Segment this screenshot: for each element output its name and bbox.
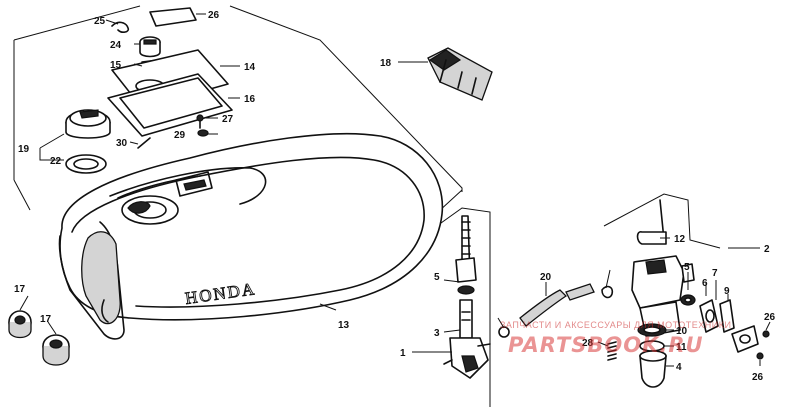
callout-22: 24 — [110, 40, 122, 51]
callout-9: 9 — [724, 286, 730, 297]
callout-5: 5 — [434, 272, 440, 283]
callout-1: 1 — [400, 348, 406, 359]
filler-gasket — [65, 154, 107, 174]
screw-25-lower — [756, 352, 764, 360]
callout-14: 14 — [244, 62, 256, 73]
callout-5-right: 5 — [684, 262, 690, 273]
callout-18: 18 — [380, 58, 392, 69]
fuel-valve-assembly — [443, 215, 491, 379]
cover-plate-24 — [149, 7, 197, 27]
callout-10: 10 — [676, 326, 688, 337]
clip-23 — [111, 21, 130, 33]
callout-numbers: 25 26 24 15 14 16 27 29 30 19 22 17 17 1… — [14, 10, 776, 383]
hose-clip-30-right — [601, 285, 614, 299]
callout-29: 30 — [116, 138, 128, 149]
callout-11: 11 — [676, 342, 687, 353]
fuel-tank — [58, 132, 444, 340]
callout-17-upper: 17 — [14, 284, 26, 295]
callout-25-lower: 26 — [752, 372, 764, 383]
callout-28: 29 — [174, 130, 186, 141]
washer-28 — [197, 129, 209, 137]
callout-3: 3 — [434, 328, 440, 339]
hose-clip-30-left — [498, 326, 510, 338]
callout-15: 15 — [110, 60, 122, 71]
callout-20: 20 — [540, 272, 552, 283]
gasket-9 — [719, 299, 735, 333]
callout-4: 4 — [676, 362, 682, 373]
grommet-18 — [427, 47, 493, 101]
lever-plate-7 — [699, 299, 719, 333]
callout-6: 6 — [702, 278, 708, 289]
callout-27: 28 — [582, 338, 594, 349]
fuel-hose-20 — [519, 283, 595, 327]
callout-16: 16 — [244, 94, 256, 105]
callout-7: 7 — [712, 268, 718, 279]
watermark-tagline: ЗАПЧАСТИ И АКСЕССУАРЫ ДЛЯ МОТОТЕХНИКИ — [500, 320, 731, 330]
callout-23: 25 — [94, 16, 106, 27]
watermark-logo: PARTSBOOK.RU — [508, 333, 704, 357]
callout-21: 22 — [50, 156, 62, 167]
callout-13: 13 — [338, 320, 350, 331]
pin-29 — [137, 137, 151, 149]
filler-cap — [65, 109, 111, 139]
cushion-17-upper — [8, 310, 32, 339]
callout-19: 19 — [18, 144, 30, 155]
callout-17-lower: 17 — [40, 314, 52, 325]
callout-12: 12 — [674, 234, 686, 245]
strainer-cup-4 — [639, 350, 667, 388]
screw-25-upper — [762, 330, 770, 338]
callout-25-upper: 26 — [764, 312, 776, 323]
callout-26: 27 — [222, 114, 234, 125]
cap-nut-22 — [139, 36, 161, 58]
leader-lines — [19, 13, 771, 367]
gasket-16 — [107, 73, 233, 137]
callout-24: 26 — [208, 10, 220, 21]
o-ring-6 — [680, 294, 696, 306]
callout-2: 2 — [764, 244, 770, 255]
gasket-10 — [637, 323, 667, 337]
watermark: ЗАПЧАСТИ И АКСЕССУАРЫ ДЛЯ МОТОТЕХНИКИ PA… — [500, 320, 731, 357]
screw-26 — [196, 114, 204, 129]
cushion-17-lower — [42, 334, 70, 366]
spring-27 — [607, 341, 617, 361]
lever-25-plate — [731, 325, 759, 353]
